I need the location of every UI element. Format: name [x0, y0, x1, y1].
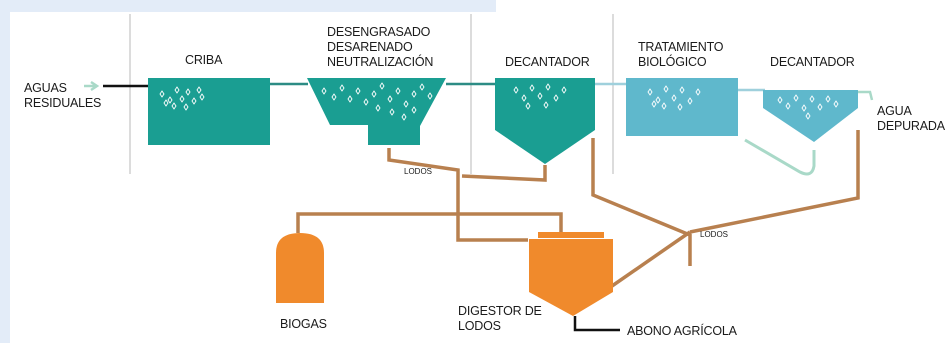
label-biogas: BIOGAS: [280, 317, 327, 331]
label-aguas-line2: RESIDUALES: [24, 96, 101, 110]
sludge-pipes: [296, 130, 860, 288]
label-digestor-line2: LODOS: [458, 319, 501, 333]
abono-pipe: [573, 316, 620, 332]
label-lodos-2: LODOS: [700, 230, 728, 239]
frame-band-top: [0, 0, 496, 12]
pipe-biogas: [296, 212, 563, 233]
pipe-to-digestor: [611, 230, 691, 288]
desengrasado-bubbles: [321, 82, 433, 121]
biogas-tank: [276, 233, 324, 303]
label-agua-line1: AGUA: [877, 104, 912, 118]
pipe-biological-sludge: [591, 138, 692, 266]
label-abono: ABONO AGRÍCOLA: [627, 323, 738, 338]
tratamiento-bubbles: [647, 85, 701, 111]
decantador-1-tank: [495, 78, 595, 164]
label-desengrasado: DESENGRASADO: [327, 25, 431, 39]
inflow-arrow-icon: [84, 80, 100, 92]
pipe-decantador2-sludge: [689, 130, 860, 234]
label-lodos-1: LODOS: [404, 167, 432, 176]
pipe-recirculation: [744, 138, 816, 176]
pipe-agua-depurada: [858, 90, 874, 101]
label-decantador-2: DECANTADOR: [770, 55, 855, 69]
digestor-tank: [529, 239, 613, 316]
frame-band-left: [0, 0, 10, 343]
label-decantador-1: DECANTADOR: [505, 55, 590, 69]
label-criba: CRIBA: [185, 53, 223, 67]
desengrasado-tank: [307, 78, 446, 145]
digestor-lid: [538, 232, 604, 238]
criba-tank: [148, 78, 270, 145]
label-desarenado: DESARENADO: [327, 40, 413, 54]
pipe-desarenador-sludge: [387, 148, 528, 242]
label-aguas-line1: AGUAS: [24, 81, 67, 95]
label-tratamiento-line2: BIOLÓGICO: [638, 54, 707, 69]
pipe-decantador1-sludge: [461, 165, 547, 182]
decantador-1-bubbles: [513, 83, 567, 110]
label-digestor-line1: DIGESTOR DE: [458, 304, 542, 318]
label-tratamiento-line1: TRATAMIENTO: [638, 40, 724, 54]
criba-bubbles: [159, 86, 205, 111]
label-neutralizacion: NEUTRALIZACIÓN: [327, 54, 433, 69]
decantador-2-bubbles: [777, 94, 839, 120]
label-agua-line2: DEPURADA: [877, 119, 946, 133]
